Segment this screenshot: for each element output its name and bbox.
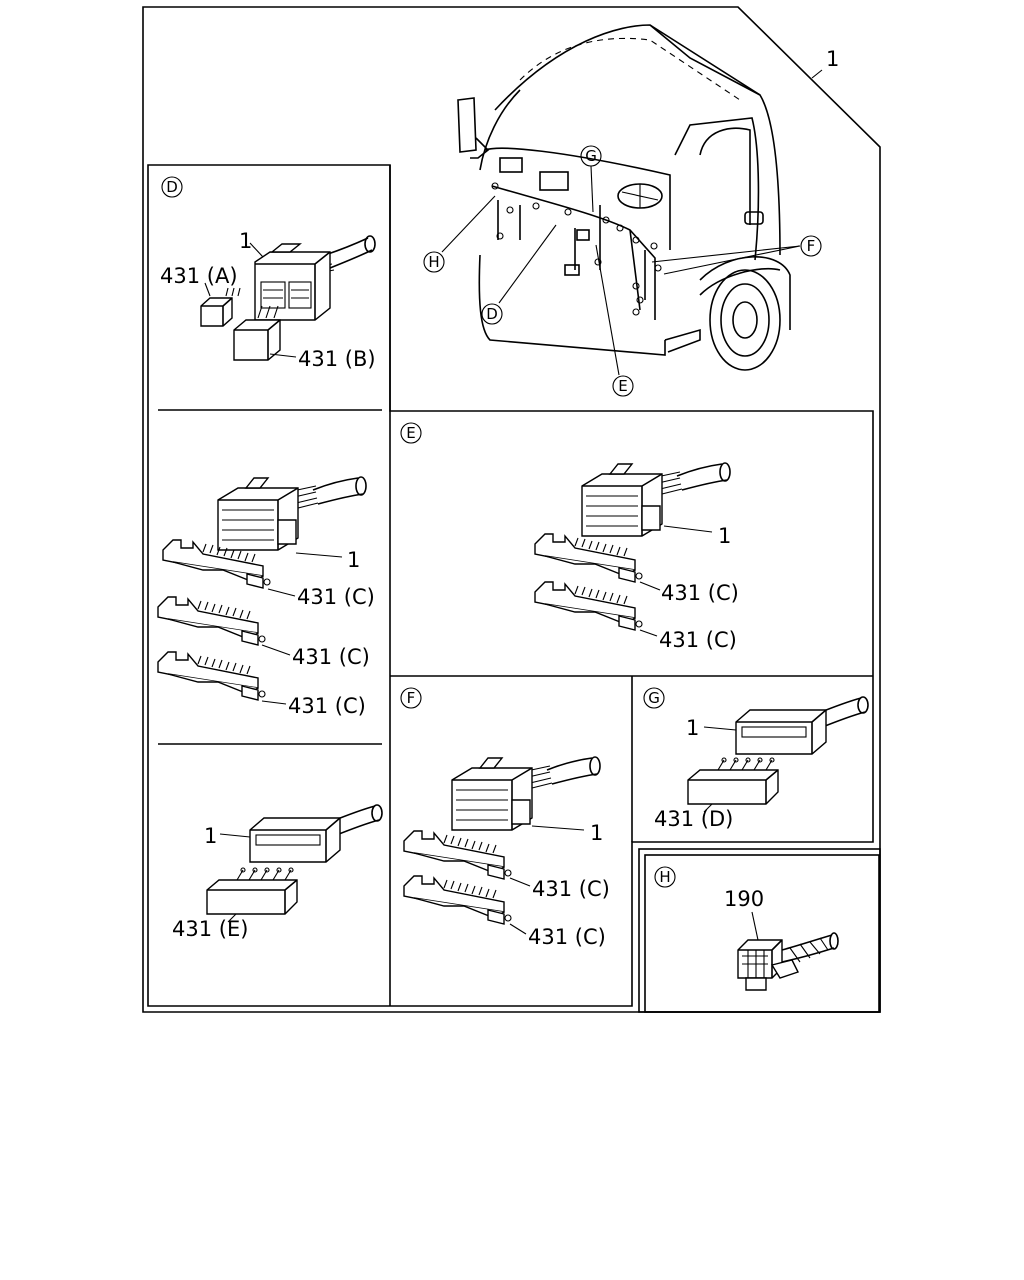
- callout-d: D: [481, 303, 503, 325]
- panel-f-label-1: 1: [590, 821, 603, 845]
- panel-d-circle: D: [166, 178, 178, 196]
- callout-e: E: [612, 375, 634, 397]
- panel-f-label-431c-1: 431 (C): [532, 877, 610, 901]
- panel-d3-label-431e: 431 (E): [172, 917, 248, 941]
- svg-text:E: E: [618, 377, 627, 395]
- panel-e-circle: E: [406, 424, 415, 442]
- panel-g-circle: G: [648, 689, 660, 707]
- panel-h: H 190: [654, 866, 839, 991]
- panel-e-label-1: 1: [718, 524, 731, 548]
- panel-d2: 1 431 (C) 431 (C) 431 (C): [157, 476, 375, 718]
- svg-text:D: D: [486, 305, 498, 323]
- svg-text:G: G: [585, 147, 597, 165]
- callout-f: F: [800, 235, 822, 257]
- truck-cab-drawing: [457, 24, 791, 371]
- panel-d2-label-1: 1: [347, 548, 360, 572]
- panel-g-label-1: 1: [686, 716, 699, 740]
- panel-f-label-431c-2: 431 (C): [528, 925, 606, 949]
- panel-d3: 1 431 (E): [172, 804, 383, 941]
- panel-g: G 1 431 (D): [643, 687, 869, 831]
- panel-d3-label-1: 1: [204, 824, 217, 848]
- panel-d2-label-431c-1: 431 (C): [297, 585, 375, 609]
- panel-h-circle: H: [659, 868, 670, 886]
- panel-d-label-431b: 431 (B): [298, 347, 376, 371]
- panel-d-label-1: 1: [239, 229, 252, 253]
- panel-e-label-431c-1: 431 (C): [661, 581, 739, 605]
- svg-text:F: F: [807, 237, 816, 255]
- panel-g-label-431d: 431 (D): [654, 807, 733, 831]
- panel-e-label-431c-2: 431 (C): [659, 628, 737, 652]
- panel-f-circle: F: [407, 689, 416, 707]
- panel-d-label-431a: 431 (A): [160, 264, 238, 288]
- outer-frame: [142, 6, 881, 1013]
- panel-d2-label-431c-3: 431 (C): [288, 694, 366, 718]
- panel-f: F 1 431 (C) 431 (C): [400, 687, 610, 949]
- callout-h: H: [423, 251, 445, 273]
- callout-g: G: [580, 145, 602, 167]
- svg-text:H: H: [428, 253, 439, 271]
- panel-d: D 1 431 (A) 431 (B): [160, 176, 376, 371]
- panel-h-label-190: 190: [724, 887, 764, 911]
- panel-d2-label-431c-2: 431 (C): [292, 645, 370, 669]
- main-part-label: 1: [826, 47, 839, 71]
- panel-e: E 1 431 (C) 431 (C): [400, 422, 739, 652]
